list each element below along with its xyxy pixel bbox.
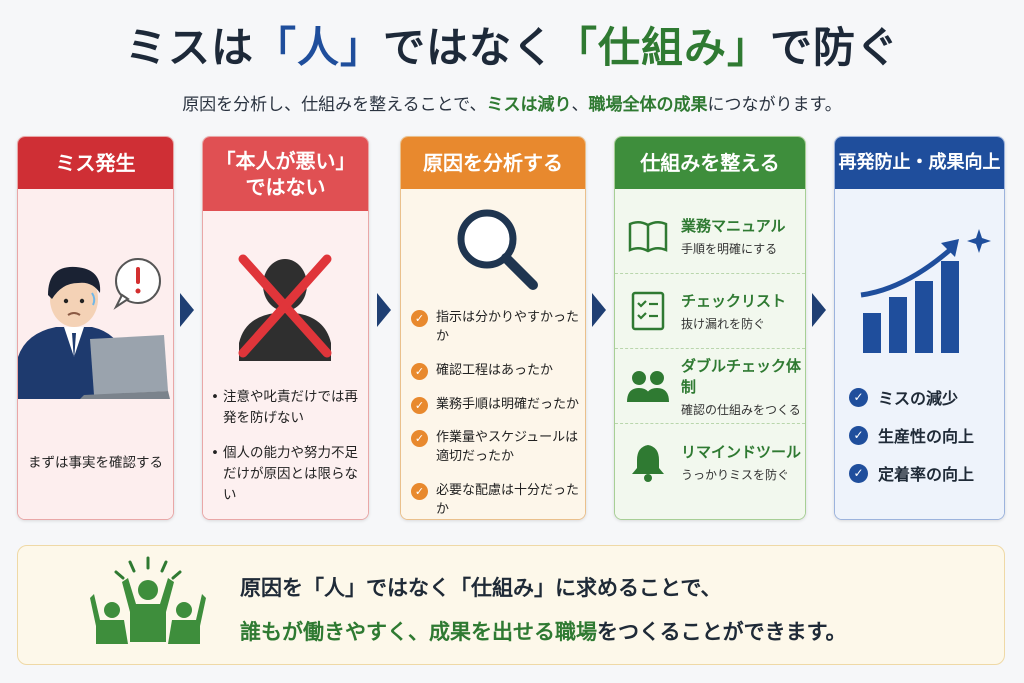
arrow-right-icon [377,293,391,327]
page-title: ミスは「人」ではなく「仕組み」で防ぐ [0,14,1024,75]
title-part3: ではなく [382,23,555,72]
tool-title: リマインドツール [681,442,802,461]
conclusion-banner: 原因を「人」ではなく「仕組み」に求めることで、 誰もが働きやすく、成果を出せる職… [17,545,1005,665]
list-item: ✓ 必要な配慮は十分だったか [411,482,581,519]
checklist-icon [631,291,665,331]
conclusion-rest: をつくることができます。 [597,620,847,644]
step-result-header: 再発防止・成果向上 [835,137,1004,189]
subtitle-part3: 、 [571,95,589,115]
tool-desc: 手順を明確にする [681,242,778,256]
check-icon: ✓ [849,463,868,483]
tool-list: 業務マニュアル手順を明確にする チェックリスト抜け漏れを防ぐ [615,199,805,499]
check-text: 業務手順は明確だったか [436,396,580,412]
tool-manual: 業務マニュアル手順を明確にする [615,199,805,274]
arrow-right-icon [592,293,606,327]
subtitle: 原因を分析し、仕組みを整えることで、ミスは減り、職場全体の成果につながります。 [0,90,1024,115]
list-item: ✓ 指示は分かりやすかったか [411,309,581,347]
conclusion-line1: 原因を「人」ではなく「仕組み」に求めることで、 [240,576,722,600]
subtitle-part4: 職場全体の成果 [588,95,708,115]
check-text: 指示は分かりやすかったか [436,310,580,344]
step-analyze: 原因を分析する ✓ 指示は分かりやすかったか ✓ 確認工程はあったか ✓ 業務手順は明… [400,136,586,520]
analysis-checklist: ✓ 指示は分かりやすかったか ✓ 確認工程はあったか ✓ 業務手順は明確だったか ✓ 作… [411,309,581,519]
list-item: ✓ 定着率の向上 [849,461,1000,485]
result-text: 定着率の向上 [878,465,975,484]
step-build-system-body: 業務マニュアル手順を明確にする チェックリスト抜け漏れを防ぐ [615,189,805,519]
check-icon: ✓ [411,483,428,501]
step-not-person-bullets: 注意や叱責だけでは再発を防げない 個人の能力や努力不足だけが原因とは限らない [211,387,364,519]
two-people-icon [627,371,669,402]
arrow-right-icon [180,293,194,327]
step-build-system-header: 仕組みを整える [615,137,805,189]
list-item: ✓ 作業量やスケジュールは適切だったか [411,429,581,467]
tool-title: チェックリスト [681,292,787,310]
step-not-person-header: 「本人が悪い」 ではない [203,137,368,211]
tool-checklist: チェックリスト抜け漏れを防ぐ [615,274,805,349]
check-text: 必要な配慮は十分だったか [436,483,580,517]
bell-icon [632,444,664,482]
step-analyze-header: 原因を分析する [401,137,585,189]
list-item: ✓ 業務手順は明確だったか [411,396,581,415]
step-mistake-body: まずは事実を確認する [18,189,173,519]
tool-title: ダブルチェック体制 [681,356,802,396]
step-not-person-header-line1: 「本人が悪い」 [215,149,356,173]
step-mistake-caption: まずは事実を確認する [28,455,163,471]
step-result: 再発防止・成果向上 ✓ ミスの減少 ✓ 生産性の向上 ✓ 定着率の向上 [834,136,1005,520]
tool-double-check: ダブルチェック体制確認の仕組みをつくる [615,349,805,424]
bullet-item: 個人の能力や努力不足だけが原因とは限らない [211,443,364,506]
list-item: ✓ 確認工程はあったか [411,362,581,381]
list-item: ✓ ミスの減少 [849,385,1000,409]
magnifier-icon [457,209,538,290]
conclusion-line2: 誰もが働きやすく、成果を出せる職場をつくることができます。 [240,616,846,646]
result-text: ミスの減少 [878,389,959,408]
growth-chart-icon [860,229,991,353]
subtitle-part5: につながります。 [707,95,842,115]
step-mistake: ミス発生 まずは事実を確認する [17,136,174,520]
tool-reminder: リマインドツールうっかりミスを防ぐ [615,424,805,499]
worried-person-icon [18,258,170,399]
result-text: 生産性の向上 [878,427,975,446]
check-text: 確認工程はあったか [436,362,554,378]
result-list: ✓ ミスの減少 ✓ 生産性の向上 ✓ 定着率の向上 [849,385,1000,499]
step-build-system: 仕組みを整える 業務マニュアル手順を明確にする チェックリスト抜け漏れを防ぐ [614,136,806,520]
tool-desc: うっかりミスを防ぐ [681,467,790,482]
check-icon: ✓ [849,425,868,445]
title-part2: 「人」 [253,23,383,72]
check-text: 作業量やスケジュールは適切だったか [436,430,579,465]
list-item: ✓ 生産性の向上 [849,423,1000,447]
check-icon: ✓ [411,430,428,448]
check-icon: ✓ [849,387,868,407]
check-icon: ✓ [411,396,428,414]
subtitle-part1: 原因を分析し、仕組みを整えることで、 [182,95,487,115]
step-result-body: ✓ ミスの減少 ✓ 生産性の向上 ✓ 定着率の向上 [835,189,1004,519]
step-not-person-body: 注意や叱責だけでは再発を防げない 個人の能力や努力不足だけが原因とは限らない [203,211,368,519]
bullet-item: 注意や叱責だけでは再発を防げない [211,387,364,429]
title-part1: ミスは [124,23,254,72]
step-mistake-header: ミス発生 [18,137,173,189]
arrow-right-icon [812,293,826,327]
step-not-person: 「本人が悪い」 ではない 注意や叱責だけでは再発を防げない 個人の能力や努力不足… [202,136,369,520]
crossed-person-icon [238,254,332,361]
team-celebrate-icon [90,556,206,644]
tool-desc: 抜け漏れを防ぐ [681,317,766,331]
tool-title: 業務マニュアル [681,217,786,235]
step-analyze-body: ✓ 指示は分かりやすかったか ✓ 確認工程はあったか ✓ 業務手順は明確だったか ✓ 作… [401,189,585,519]
check-icon: ✓ [411,310,428,327]
book-icon [628,221,668,253]
title-part5: で防ぐ [770,23,900,72]
check-icon: ✓ [411,362,428,380]
step-not-person-header-line2: ではない [245,175,326,199]
conclusion-highlight: 誰もが働きやすく、成果を出せる職場 [240,620,597,644]
tool-desc: 確認の仕組みをつくる [681,402,801,417]
title-part4: 「仕組み」 [555,23,771,72]
subtitle-part2: ミスは減り [486,95,572,115]
